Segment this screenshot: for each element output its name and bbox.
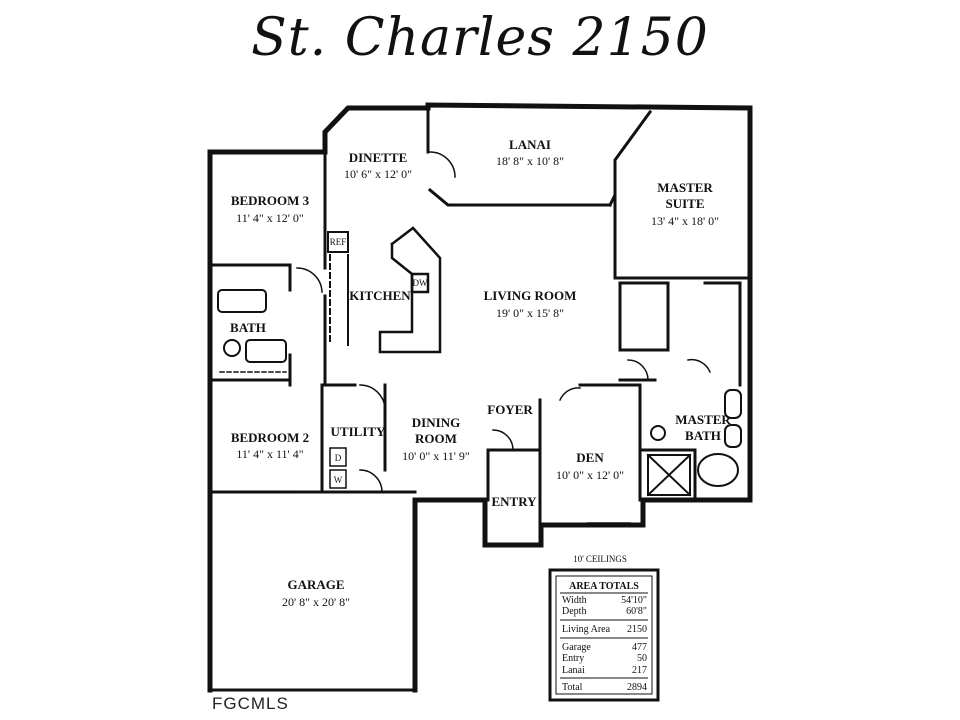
page-title: St. Charles 2150 — [251, 8, 709, 68]
dw-label: DW — [413, 278, 428, 288]
interior-walls — [211, 106, 752, 527]
master-bath-label-2: BATH — [685, 428, 721, 443]
area-row-value: 54'10" — [621, 595, 647, 606]
area-row-label: Depth — [562, 606, 586, 617]
master-suite-label-2: SUITE — [665, 196, 704, 211]
utility-label: UTILITY — [331, 424, 387, 439]
master-bath-label-1: MASTER — [675, 412, 731, 427]
area-row-value: 2894 — [627, 682, 647, 693]
room-labels: DINETTE 10' 6" x 12' 0" LANAI 18' 8" x 1… — [230, 137, 731, 609]
bedroom2-dims: 11' 4" x 11' 4" — [236, 447, 303, 461]
garage-label: GARAGE — [287, 577, 344, 592]
garage-dims: 20' 8" x 20' 8" — [282, 595, 350, 609]
area-row-label: Entry — [562, 653, 584, 664]
door-swings — [296, 151, 711, 493]
area-row-label: Total — [562, 682, 583, 693]
exterior-walls — [207, 102, 753, 693]
kitchen-cabinets — [327, 231, 349, 346]
dinette-dims: 10' 6" x 12' 0" — [344, 167, 412, 181]
area-row-label: Width — [562, 595, 587, 606]
lanai-label: LANAI — [509, 137, 551, 152]
area-totals-heading: AREA TOTALS — [569, 581, 639, 592]
area-row-value: 217 — [632, 665, 647, 676]
dining-room-dims: 10' 0" x 11' 9" — [402, 449, 470, 463]
area-row-label: Living Area — [562, 624, 611, 635]
area-row-value: 2150 — [627, 624, 647, 635]
bedroom3-label: BEDROOM 3 — [231, 193, 310, 208]
dining-room-label-1: DINING — [412, 415, 460, 430]
living-room-dims: 19' 0" x 15' 8" — [496, 306, 564, 320]
area-row-value: 60'8" — [626, 606, 647, 617]
bedroom2-label: BEDROOM 2 — [231, 430, 309, 445]
ref-label: REF — [330, 237, 347, 247]
washer-label: W — [334, 475, 343, 485]
area-totals-table: AREA TOTALS Width 54'10" Depth 60'8" Living … — [548, 568, 660, 702]
ceilings-note: 10' CEILINGS — [573, 554, 627, 564]
living-room-label: LIVING ROOM — [484, 288, 577, 303]
area-row-label: Lanai — [562, 665, 585, 676]
bath-label: BATH — [230, 320, 266, 335]
master-suite-dims: 13' 4" x 18' 0" — [651, 214, 719, 228]
lanai-dims: 18' 8" x 10' 8" — [496, 154, 564, 168]
dryer-box — [329, 447, 347, 467]
area-row-label: Garage — [562, 642, 591, 653]
area-row-value: 477 — [632, 642, 647, 653]
kitchen-island — [378, 226, 442, 354]
fixture-labels: REF DW D W — [329, 237, 428, 489]
kitchen-label: KITCHEN — [349, 288, 411, 303]
washer-box — [329, 469, 347, 489]
bath-fixtures — [217, 289, 742, 497]
dinette-label: DINETTE — [349, 150, 408, 165]
dryer-label: D — [335, 453, 342, 463]
entry-label: ENTRY — [491, 494, 537, 509]
master-suite-label-1: MASTER — [657, 180, 713, 195]
den-label: DEN — [576, 450, 604, 465]
foyer-label: FOYER — [487, 402, 533, 417]
window-markers — [219, 371, 631, 524]
area-row-value: 50 — [637, 653, 647, 664]
dining-room-label-2: ROOM — [415, 431, 457, 446]
watermark: FGCMLS — [212, 694, 289, 713]
den-dims: 10' 0" x 12' 0" — [556, 468, 624, 482]
bedroom3-dims: 11' 4" x 12' 0" — [236, 211, 304, 225]
